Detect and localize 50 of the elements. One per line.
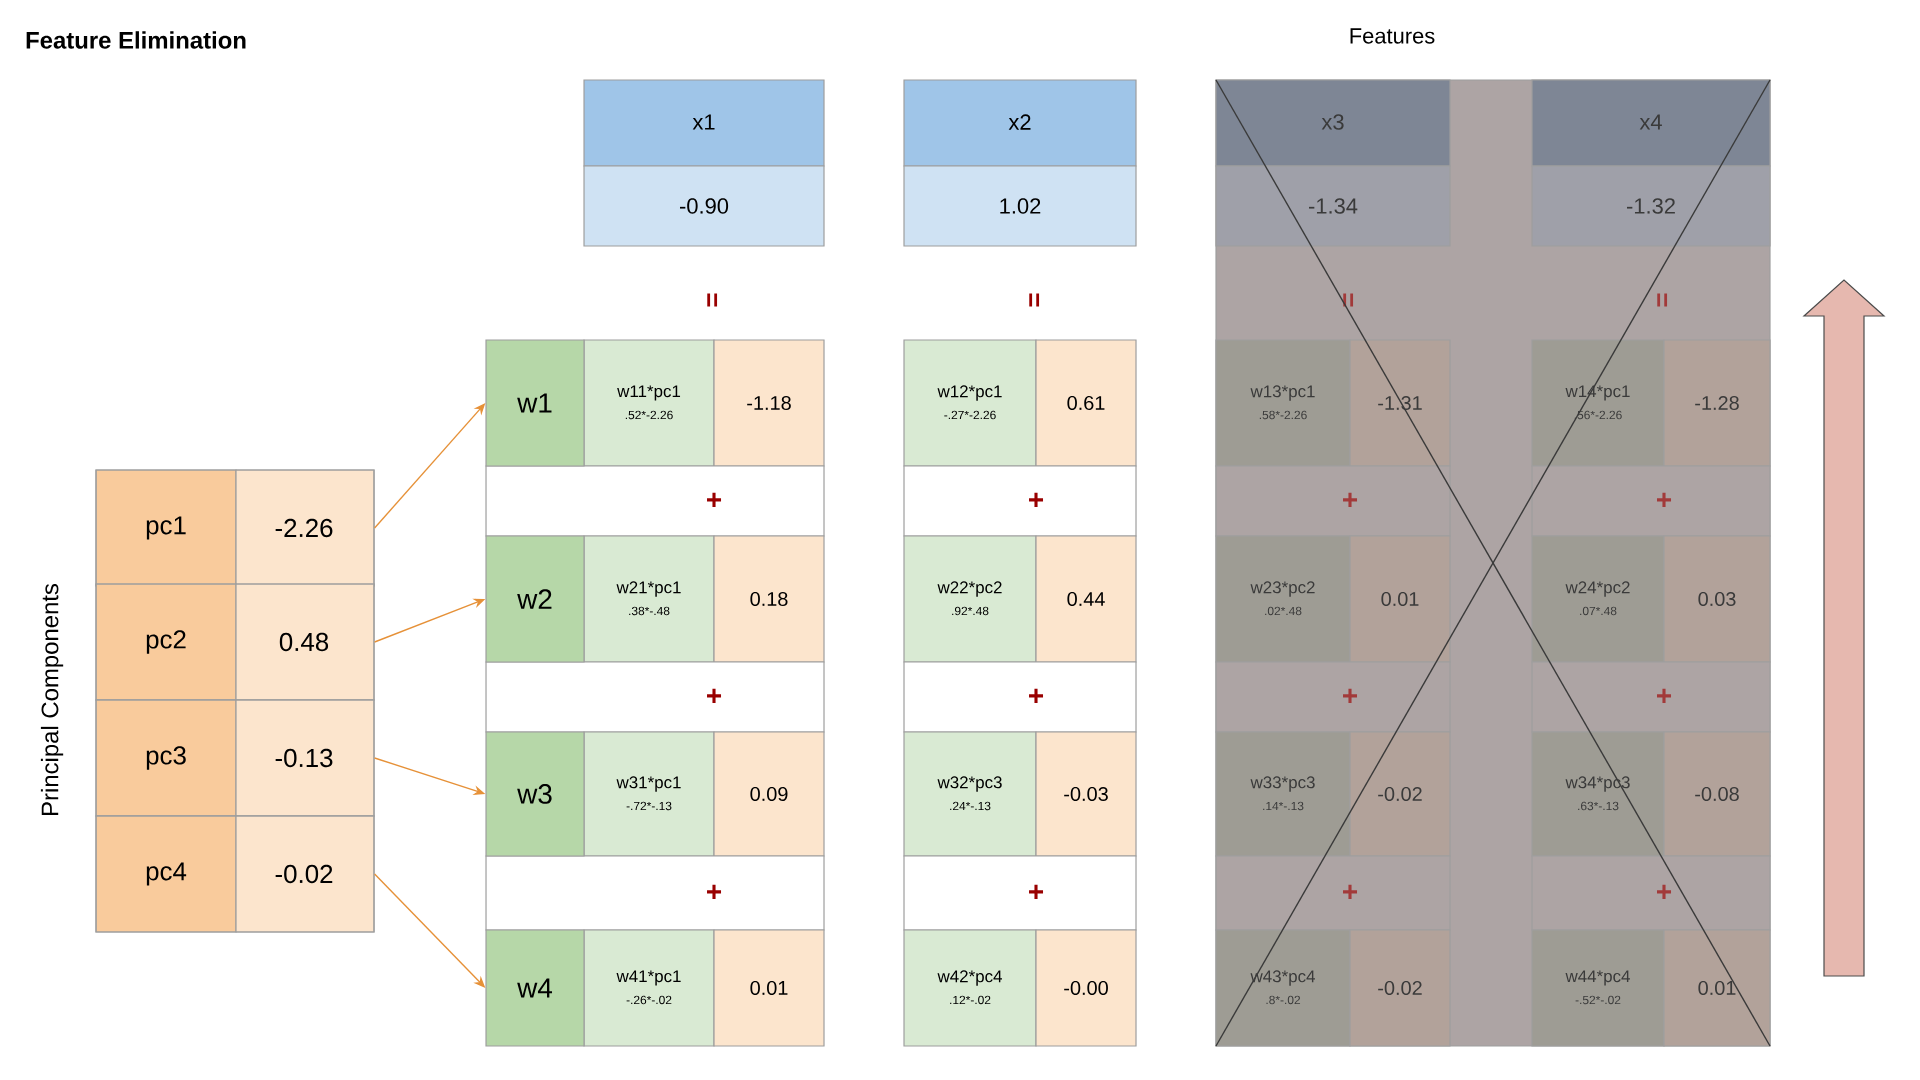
weight-box: w4 bbox=[485, 929, 585, 1047]
heading: Features bbox=[1350, 28, 1435, 44]
value-cell: -0.02 bbox=[1349, 929, 1451, 1047]
equals-sign: = bbox=[1029, 293, 1040, 307]
value-cell: -1.32 bbox=[1531, 165, 1771, 247]
plus-sign: + bbox=[1531, 661, 1771, 733]
equals-sign: = bbox=[1657, 293, 1668, 307]
plus-sign: + bbox=[1215, 661, 1451, 733]
plus-sign: + bbox=[1531, 465, 1771, 537]
component-row: pc2 0.48 bbox=[95, 583, 375, 701]
header-cell: x4 bbox=[1531, 79, 1771, 167]
value-cell: -1.18 bbox=[713, 339, 825, 467]
value-cell: -0.03 bbox=[1035, 731, 1137, 857]
component-row: pc1 -2.26 bbox=[95, 469, 375, 587]
title: Feature Elimination bbox=[26, 31, 246, 49]
plus-sign: + bbox=[485, 661, 825, 733]
value-cell: 0.09 bbox=[713, 731, 825, 857]
equals-sign: = bbox=[1343, 293, 1354, 307]
value-cell: -0.90 bbox=[583, 165, 825, 247]
weight-box: w1 bbox=[485, 339, 585, 467]
weight-box: w2 bbox=[485, 535, 585, 663]
value-cell: -1.34 bbox=[1215, 165, 1451, 247]
plus-sign: + bbox=[1215, 855, 1451, 931]
component-row: pc4 -0.02 bbox=[95, 815, 375, 933]
header-cell: x3 bbox=[1215, 79, 1451, 167]
value-cell: 0.44 bbox=[1035, 535, 1137, 663]
value-cell: 0.01 bbox=[713, 929, 825, 1047]
component-row: pc3 -0.13 bbox=[95, 699, 375, 817]
value-cell: -0.02 bbox=[1349, 731, 1451, 857]
header-cell: x1 bbox=[583, 79, 825, 167]
plus-sign: + bbox=[903, 855, 1137, 931]
value-cell: -1.28 bbox=[1663, 339, 1771, 467]
header-cell: x2 bbox=[903, 79, 1137, 167]
value-cell: 1.02 bbox=[903, 165, 1137, 247]
axis-title: Principal Components bbox=[40, 583, 64, 815]
value-cell: 0.03 bbox=[1663, 535, 1771, 663]
value-cell: 0.01 bbox=[1663, 929, 1771, 1047]
plus-sign: + bbox=[903, 661, 1137, 733]
value-cell: -0.00 bbox=[1035, 929, 1137, 1047]
value-cell: -0.08 bbox=[1663, 731, 1771, 857]
plus-sign: + bbox=[1215, 465, 1451, 537]
value-cell: 0.61 bbox=[1035, 339, 1137, 467]
plus-sign: + bbox=[485, 465, 825, 537]
plus-sign: + bbox=[1531, 855, 1771, 931]
value-cell: 0.01 bbox=[1349, 535, 1451, 663]
weight-box: w3 bbox=[485, 731, 585, 857]
plus-sign: + bbox=[903, 465, 1137, 537]
equals-sign: = bbox=[707, 293, 718, 307]
value-cell: 0.18 bbox=[713, 535, 825, 663]
plus-sign: + bbox=[485, 855, 825, 931]
